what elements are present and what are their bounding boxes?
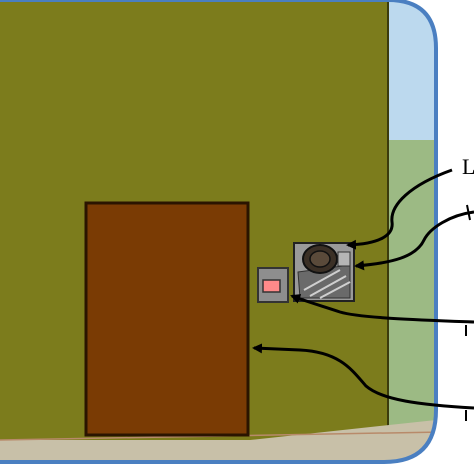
- callout-arrow-3: [290, 294, 474, 324]
- label-tick-1: [466, 204, 471, 221]
- motor-unit-icon: [293, 242, 355, 302]
- floor: [0, 420, 436, 462]
- frame-border: [0, 0, 438, 464]
- callout-arrow-4: [252, 343, 474, 410]
- switch-box-icon: [257, 267, 289, 303]
- callout-arrow-2: [354, 210, 474, 271]
- callout-arrow-1: [346, 168, 453, 250]
- door: [84, 201, 250, 437]
- callout-label-1: L: [462, 154, 474, 179]
